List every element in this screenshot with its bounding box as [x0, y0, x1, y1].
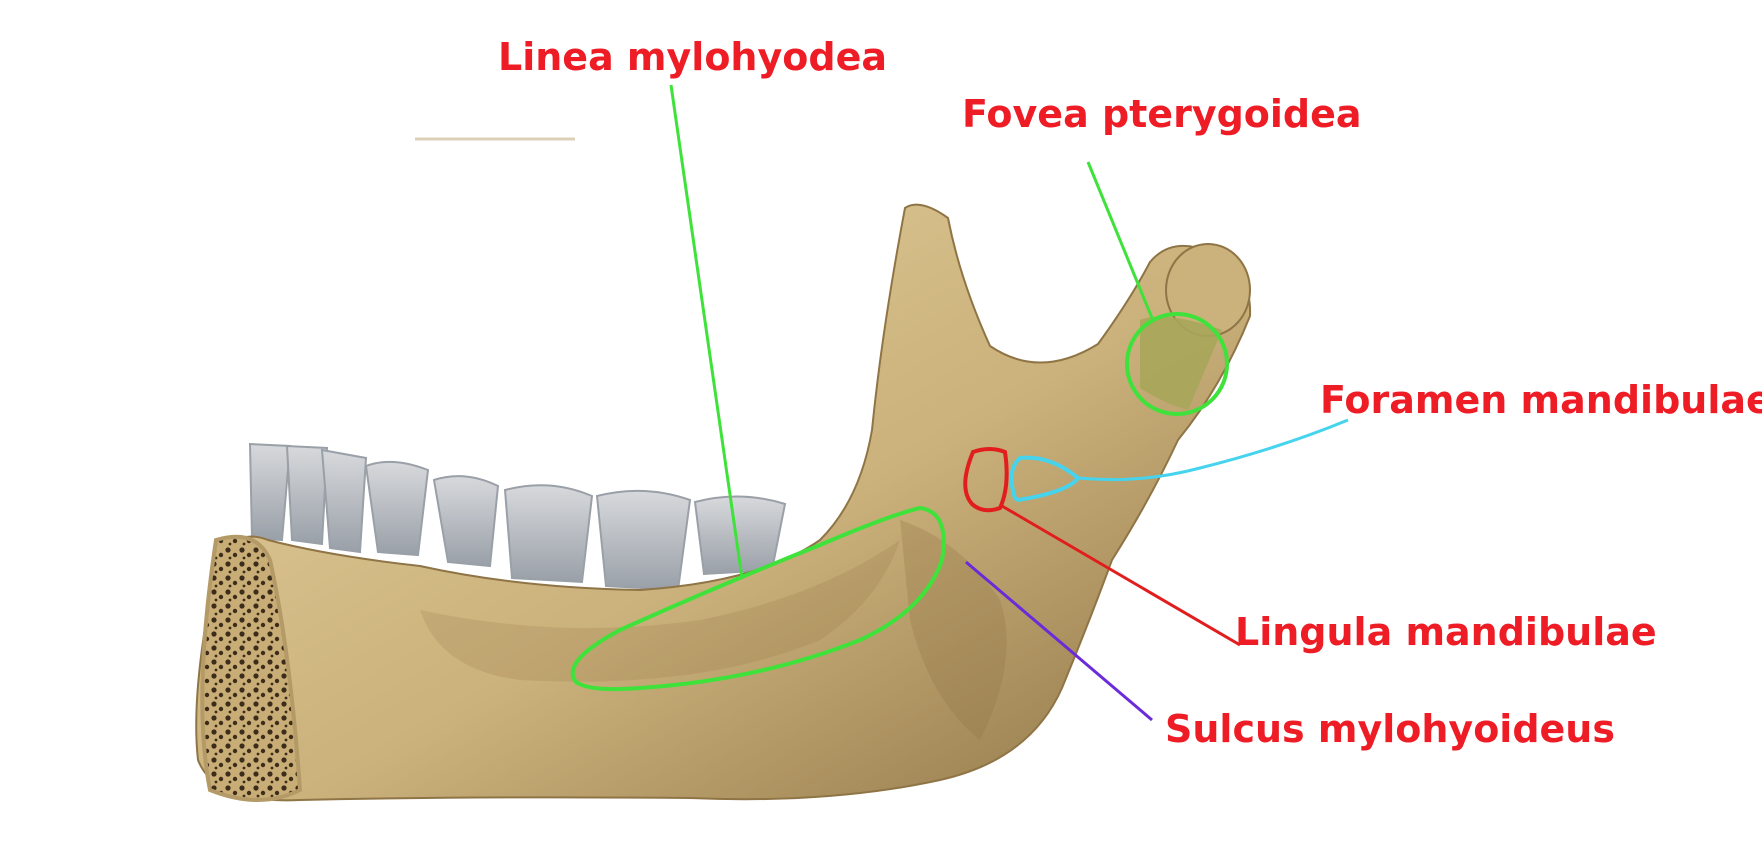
leader-foramen: [1077, 418, 1349, 482]
tooth: [248, 442, 292, 542]
tooth: [364, 460, 430, 557]
label-sulcus-mylohyoideus: Sulcus mylohyoideus: [1165, 707, 1615, 751]
tooth: [693, 495, 787, 576]
label-fovea-pterygoidea: Fovea pterygoidea: [962, 92, 1362, 136]
teeth: [248, 442, 787, 592]
fovea-area: [1140, 316, 1222, 410]
leader-linea: [669, 84, 744, 579]
tooth: [320, 448, 368, 554]
label-linea-mylohyodea: Linea mylohyodea: [498, 35, 887, 79]
fovea-pterygoidea-circle: [1125, 312, 1229, 416]
tooth: [285, 444, 329, 546]
cut-surface: [200, 534, 303, 802]
label-foramen-mandibulae: Foramen mandibulae: [1320, 378, 1762, 422]
body-shadow: [420, 540, 900, 682]
leader-lingula: [1001, 504, 1241, 647]
tooth: [595, 489, 692, 592]
foramen-mandibulae-outline: [1009, 455, 1081, 503]
leader-fovea: [1086, 161, 1154, 319]
label-lingula-mandibulae: Lingula mandibulae: [1235, 610, 1657, 654]
tooth: [432, 475, 500, 568]
mandible-bone: [195, 203, 1252, 802]
tooth: [503, 484, 594, 584]
lingula-mandibulae-outline: [963, 447, 1009, 513]
leader-sulcus: [965, 560, 1153, 722]
linea-mylohyodea-outline: [570, 505, 946, 692]
